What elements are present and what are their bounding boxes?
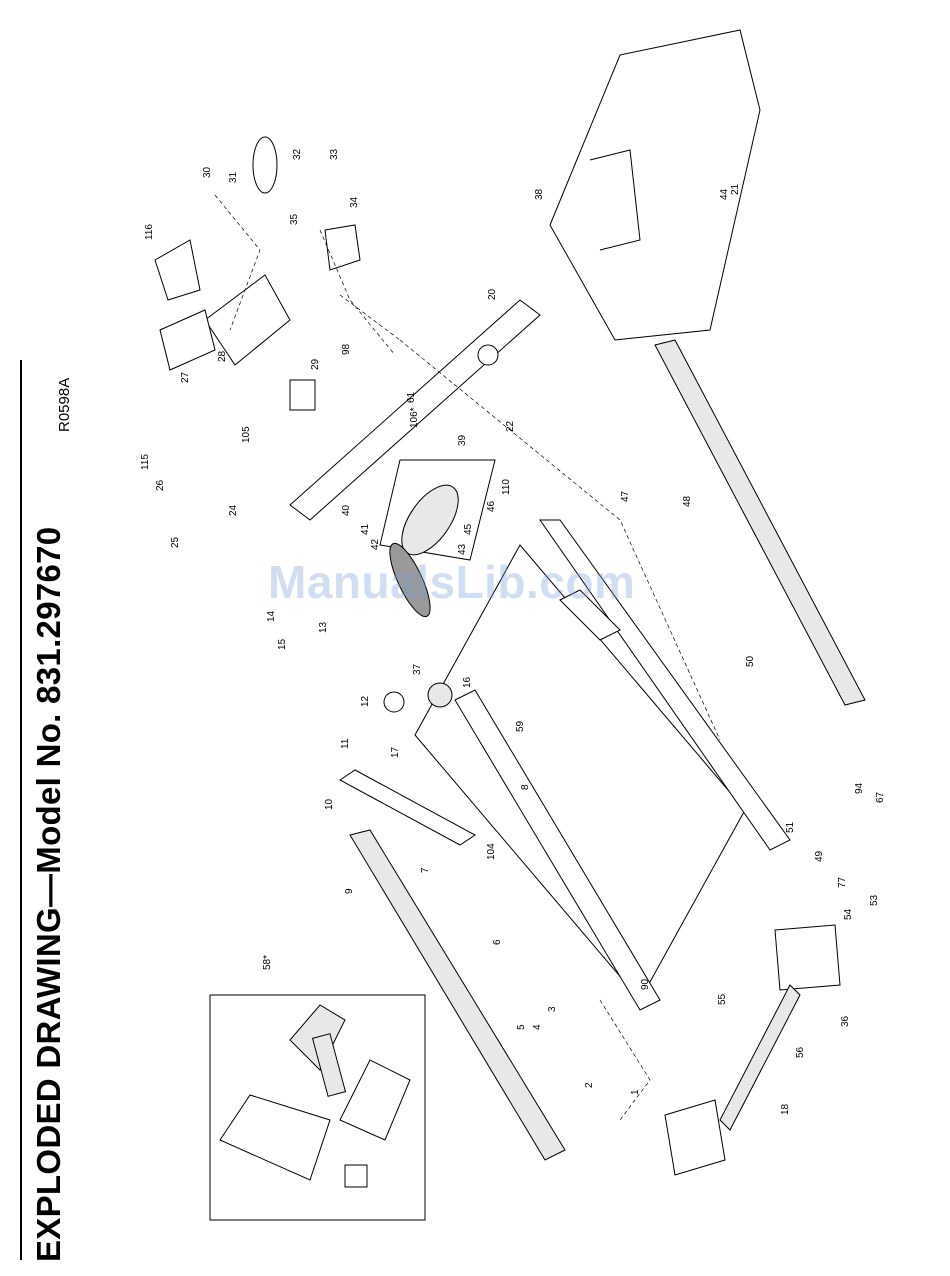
side-rail-right <box>655 340 865 705</box>
callout-8: 8 <box>520 784 531 790</box>
callout-33: 33 <box>329 148 340 160</box>
motor-hood <box>550 30 760 340</box>
terminal-27 <box>160 310 215 370</box>
callout-42: 42 <box>370 538 381 550</box>
callout-105: 105 <box>241 426 252 443</box>
callout-51: 51 <box>785 821 796 833</box>
callout-27: 27 <box>180 371 191 383</box>
callout-3: 3 <box>547 1006 558 1012</box>
callout-1: 1 <box>630 1089 641 1095</box>
watermark: ManualsLib.com <box>268 555 635 609</box>
callout-54: 54 <box>843 908 854 920</box>
callout-24: 24 <box>228 504 239 516</box>
callout-67: 67 <box>875 791 886 803</box>
kit-item-mats <box>340 1060 410 1140</box>
callout-47: 47 <box>620 490 631 502</box>
end-cap-54 <box>775 925 840 990</box>
callout-20: 20 <box>487 288 498 300</box>
callout-110: 110 <box>501 479 512 495</box>
callout-116: 116 <box>144 224 155 240</box>
callout-46: 46 <box>486 500 497 512</box>
flywheel <box>428 683 452 707</box>
pulley-12a <box>384 692 404 712</box>
callout-39: 39 <box>457 434 468 446</box>
bracket-116 <box>155 240 200 300</box>
callout-17: 17 <box>390 746 401 758</box>
callout-43: 43 <box>457 543 468 555</box>
callout-37: 37 <box>412 663 423 675</box>
callout-61: 61 <box>406 391 417 403</box>
callout-48: 48 <box>682 495 693 507</box>
callout-38: 38 <box>534 188 545 200</box>
callout-25: 25 <box>170 536 181 548</box>
callout-56: 56 <box>795 1046 806 1058</box>
callout-30: 30 <box>202 166 213 178</box>
callout-28: 28 <box>217 350 228 362</box>
callout-4: 4 <box>532 1024 543 1030</box>
callout-55: 55 <box>717 993 728 1005</box>
callout-21: 21 <box>730 183 741 195</box>
callout-13: 13 <box>318 621 329 633</box>
kit-item-key <box>345 1165 367 1187</box>
callout-40: 40 <box>341 504 352 516</box>
callout-41: 41 <box>360 523 371 535</box>
callout-90: 90 <box>640 978 651 990</box>
callout-11: 11 <box>340 738 351 749</box>
callout-34: 34 <box>349 196 360 208</box>
callout-98: 98 <box>341 343 352 355</box>
callout-9: 9 <box>344 888 355 894</box>
callout-58-star: 58* <box>262 955 273 970</box>
transformer-29 <box>290 380 315 410</box>
callout-18: 18 <box>780 1103 791 1115</box>
end-cap-18 <box>665 1100 725 1175</box>
callout-2: 2 <box>584 1082 595 1088</box>
bracket-34 <box>325 225 360 270</box>
callout-5: 5 <box>516 1024 527 1030</box>
callout-7: 7 <box>420 867 431 873</box>
callout-22: 22 <box>505 420 516 432</box>
callout-44: 44 <box>719 188 730 200</box>
callout-94: 94 <box>854 782 865 794</box>
callout-53: 53 <box>869 894 880 906</box>
kit-item-frame <box>220 1095 330 1180</box>
callout-49: 49 <box>814 850 825 862</box>
callout-59: 59 <box>515 720 526 732</box>
pulley-12b <box>478 345 498 365</box>
callout-106-star: 106* <box>409 407 420 428</box>
callout-36: 36 <box>840 1015 851 1027</box>
callout-35: 35 <box>289 213 300 225</box>
callout-15: 15 <box>277 638 288 650</box>
callout-32: 32 <box>292 148 303 160</box>
callout-10: 10 <box>324 798 335 810</box>
callout-29: 29 <box>310 358 321 370</box>
callout-115: 115 <box>140 454 151 470</box>
callout-31: 31 <box>228 171 239 183</box>
callout-26: 26 <box>155 479 166 491</box>
callout-16: 16 <box>462 676 473 688</box>
callout-50: 50 <box>745 655 756 667</box>
callout-77: 77 <box>837 876 848 888</box>
callout-104: 104 <box>486 843 497 860</box>
power-cord-31 <box>253 137 277 193</box>
callout-45: 45 <box>463 523 474 535</box>
callout-6: 6 <box>492 939 503 945</box>
callout-12: 12 <box>360 695 371 707</box>
callout-14: 14 <box>266 610 277 622</box>
